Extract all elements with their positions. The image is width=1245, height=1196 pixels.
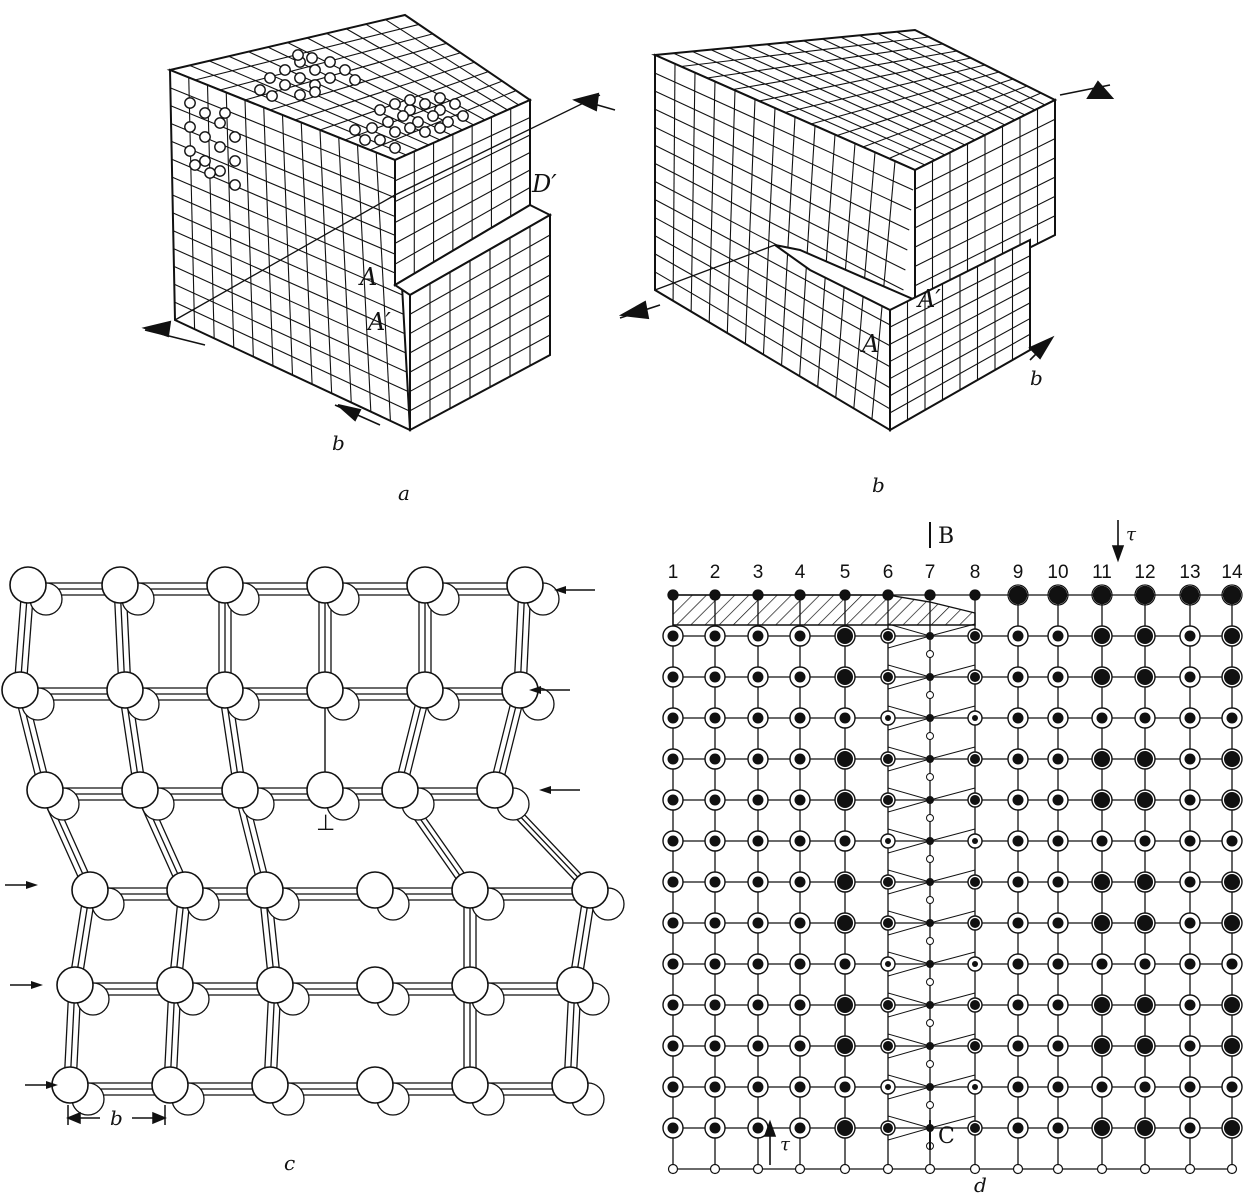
- panel-d-column-number: 7: [925, 562, 936, 583]
- panel-d-column-number: 14: [1221, 562, 1243, 583]
- panel-d-column-number: 6: [883, 562, 894, 583]
- panel-d-label-tau-top: τ: [1126, 524, 1137, 545]
- panel-d-atomic-plane-diagram: [662, 584, 1243, 1175]
- panel-a-label-b: b: [332, 431, 345, 455]
- panel-d-column-number: 10: [1047, 562, 1068, 583]
- panel-a-right-lower-face: [409, 213, 551, 432]
- panel-d-label-b: B: [938, 524, 954, 549]
- panel-d-column-number: 1: [668, 562, 679, 583]
- panel-d-column-number: 3: [753, 562, 764, 583]
- panel-b-screw-dislocation-block: [618, 28, 1115, 432]
- panel-d-column-number: 9: [1013, 562, 1024, 583]
- panel-d-caption: d: [974, 1173, 987, 1196]
- panel-b-caption: b: [872, 473, 885, 497]
- panel-d-label-tau-bottom: τ: [780, 1134, 791, 1155]
- panel-d-column-number: 4: [795, 562, 806, 583]
- panel-d-tau-bottom-arrow: [763, 1119, 777, 1165]
- panel-d-column-number: 8: [970, 562, 981, 583]
- panel-a-label-a-prime: A′: [366, 308, 391, 336]
- panel-d-column-number: 13: [1179, 562, 1200, 583]
- panel-d-label-c: C: [938, 1124, 955, 1149]
- panel-b-label-a: A: [860, 330, 879, 358]
- panel-c-burgers-vector: [66, 1105, 167, 1125]
- panel-d-tau-top-arrow: [1111, 520, 1125, 563]
- panel-a-edge-dislocation-block: [141, 13, 616, 432]
- panel-c-dislocation-symbol: ⊥: [316, 811, 335, 836]
- panel-a-label-d-prime: D′: [531, 170, 557, 198]
- panel-c-ball-stick-lattice: [1, 566, 625, 1116]
- panel-b-label-b: b: [1030, 366, 1043, 390]
- panel-d-column-number: 5: [840, 562, 851, 583]
- panel-c-label-b: b: [110, 1106, 123, 1130]
- panel-b-label-a-prime: A′: [916, 285, 941, 313]
- panel-d-column-number: 2: [710, 562, 721, 583]
- panel-a-label-a: A: [358, 263, 377, 291]
- panel-a-caption: a: [398, 481, 410, 505]
- panel-c-caption: c: [284, 1151, 295, 1175]
- panel-d-column-number: 11: [1092, 562, 1112, 583]
- panel-d-column-number: 12: [1134, 562, 1155, 583]
